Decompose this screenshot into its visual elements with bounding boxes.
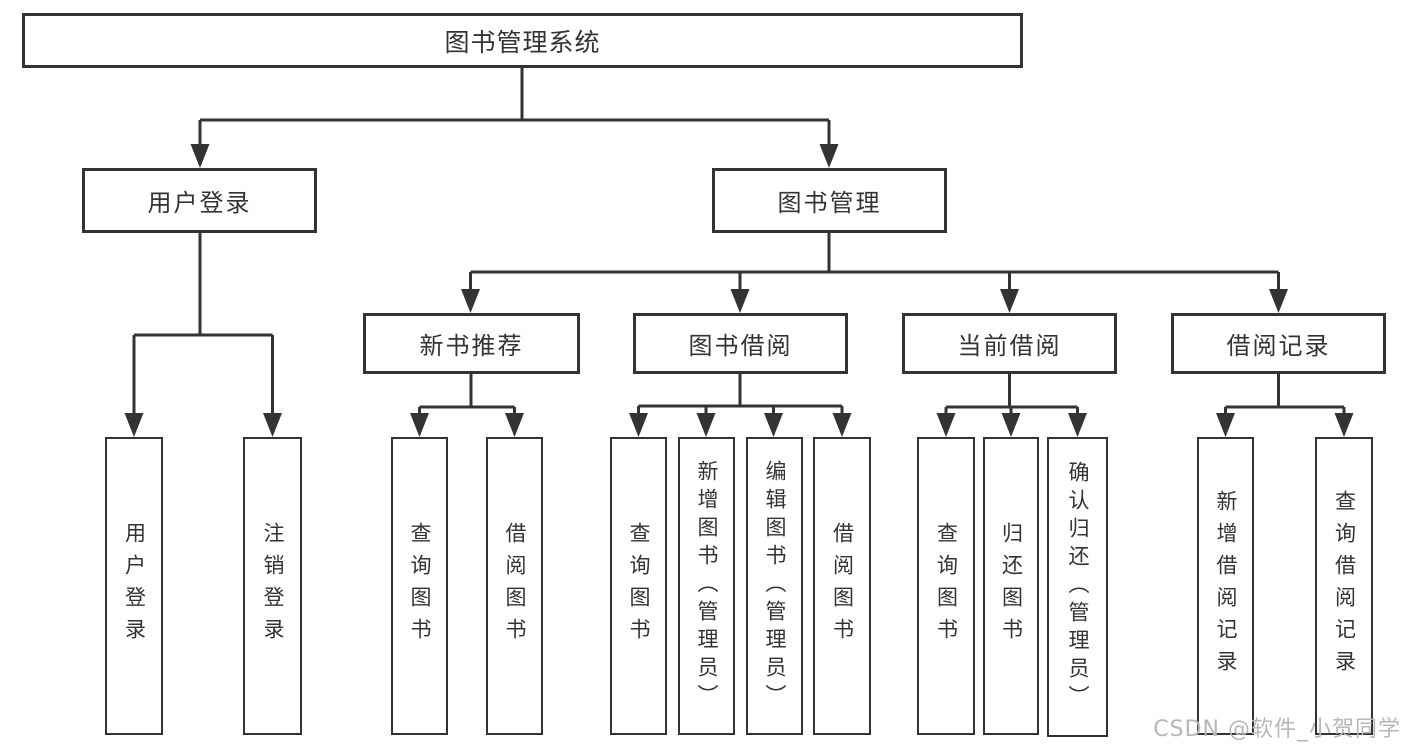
node-leaf-nbr-query: 查询图书 [391,437,448,735]
connector-new-book-rec [418,374,516,415]
node-leaf-br-add: 新增借阅记录 [1197,437,1254,735]
node-new-book-rec: 新书推荐 [363,313,580,374]
node-borrow-records: 借阅记录 [1171,313,1386,374]
node-book-mgmt: 图书管理 [712,168,947,233]
watermark: CSDN @软件_小贺同学 [1153,717,1401,742]
node-book-mgmt-label: 图书管理 [777,189,882,217]
node-leaf-nbr-borrow-label: 借阅图书 [503,522,527,650]
arrowheads [124,144,1354,437]
node-leaf-cb-query: 查询图书 [917,437,975,735]
node-leaf-nbr-query-label: 查询图书 [408,522,432,650]
node-leaf-bb-add: 新增图书（管理员） [678,437,735,735]
node-leaf-bb-edit: 编辑图书（管理员） [746,437,803,735]
node-leaf-cb-return: 归还图书 [983,437,1039,735]
node-root: 图书管理系统 [22,13,1023,68]
node-leaf-bb-query: 查询图书 [610,437,667,735]
node-user-login: 用户登录 [82,168,317,233]
node-leaf-bb-query-label: 查询图书 [627,522,651,650]
node-leaf-cb-query-label: 查询图书 [934,522,959,650]
node-leaf-br-query: 查询借阅记录 [1315,437,1373,735]
node-user-login-label: 用户登录 [147,189,252,217]
node-leaf-user-login: 用户登录 [105,437,163,735]
node-leaf-cb-return-label: 归还图书 [999,522,1024,650]
connector-borrow-records [1224,374,1346,415]
node-book-borrow: 图书借阅 [633,313,848,374]
connector-user-login [132,233,274,415]
node-current-borrow-label: 当前借阅 [957,332,1062,360]
node-leaf-bb-borrow: 借阅图书 [813,437,871,735]
node-root-label: 图书管理系统 [444,27,601,57]
connector-book-mgmt [469,233,1280,291]
node-book-borrow-label: 图书借阅 [688,332,793,360]
node-leaf-br-query-label: 查询借阅记录 [1332,490,1357,682]
node-leaf-br-add-label: 新增借阅记录 [1214,490,1238,682]
node-leaf-bb-add-label: 新增图书（管理员） [695,460,719,712]
node-leaf-logout: 注销登录 [243,437,302,735]
node-leaf-logout-label: 注销登录 [261,522,285,650]
node-leaf-user-login-label: 用户登录 [122,522,147,650]
node-leaf-bb-edit-label: 编辑图书（管理员） [763,460,787,712]
node-leaf-bb-borrow-label: 借阅图书 [830,522,855,650]
connector-book-borrow [637,374,844,415]
node-leaf-nbr-borrow: 借阅图书 [486,437,543,735]
node-leaf-cb-confirm: 确认归还（管理员） [1047,437,1108,737]
connector-root-level2 [198,68,831,146]
node-new-book-rec-label: 新书推荐 [419,332,524,360]
node-borrow-records-label: 借阅记录 [1226,332,1331,360]
connector-current-borrow [944,374,1079,415]
node-leaf-cb-confirm-label: 确认归还（管理员） [1066,461,1090,713]
node-current-borrow: 当前借阅 [902,313,1117,374]
